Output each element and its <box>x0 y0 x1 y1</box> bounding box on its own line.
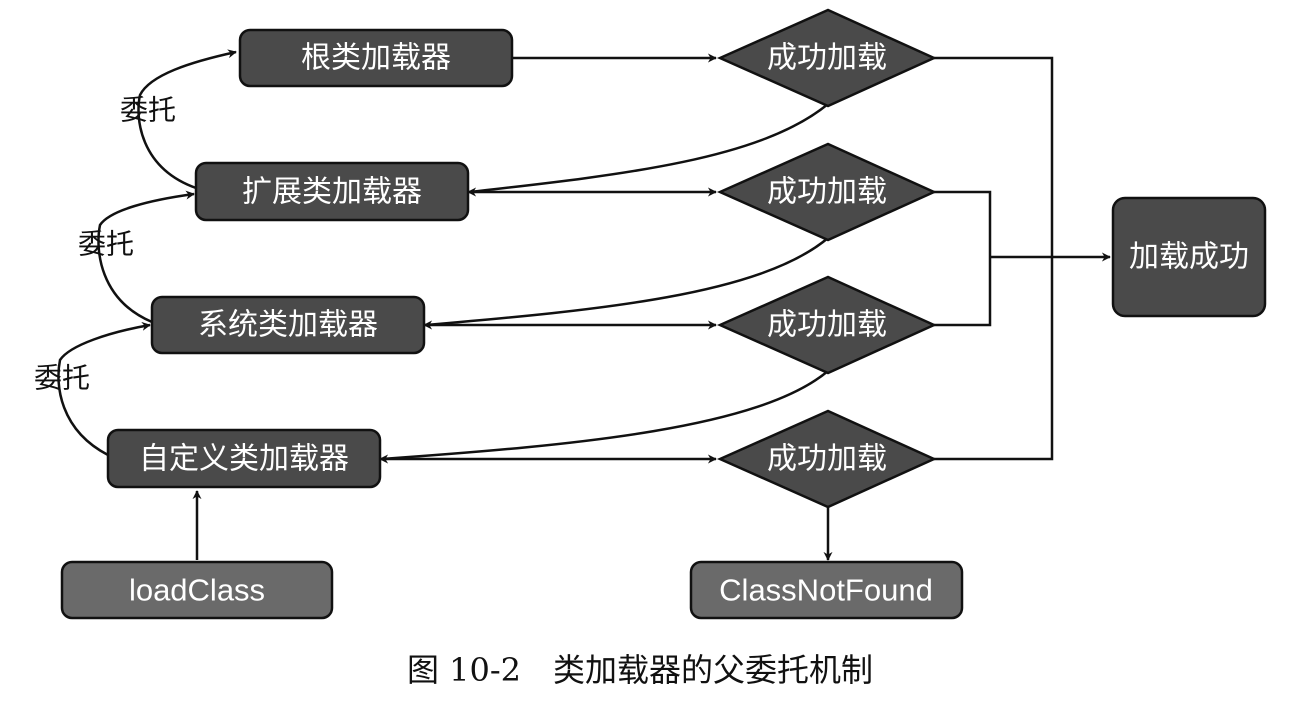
delegate-label-1: 委托 <box>120 94 176 127</box>
load-class-label: loadClass <box>129 573 265 608</box>
load-success-box <box>1111 196 1267 318</box>
decision-1: 成功加载 <box>716 8 938 108</box>
class-not-found-box <box>689 560 964 620</box>
load-success-label: 加载成功 <box>1129 240 1249 275</box>
loader-custom-label: 自定义类加载器 <box>139 442 349 477</box>
edge-decision-2-success <box>932 190 992 327</box>
loader-root-box <box>238 28 514 88</box>
decision-4: 成功加载 <box>716 409 938 509</box>
decision-3-label: 成功加载 <box>767 308 887 343</box>
decision-3-diamond <box>716 275 938 375</box>
delegate-label-2: 委托 <box>78 228 134 261</box>
class-not-found-node: ClassNotFound <box>689 560 964 620</box>
edge-decision-2-fail-to-system <box>425 237 829 327</box>
loader-system: 系统类加载器 <box>150 295 426 355</box>
decision-2-diamond <box>716 142 938 242</box>
edges <box>57 49 1111 561</box>
load-class-node: loadClass <box>60 560 334 620</box>
decision-3: 成功加载 <box>716 275 938 375</box>
edge-delegate-ext-to-root <box>137 49 237 190</box>
load-success-node: 加载成功 <box>1111 196 1267 318</box>
loader-system-label: 系统类加载器 <box>198 308 378 343</box>
edge-decision-1-success <box>932 56 1054 461</box>
load-class-box <box>60 560 334 620</box>
figure-caption: 图 10-2 类加载器的父委托机制 <box>407 651 873 689</box>
class-not-found-label: ClassNotFound <box>719 573 933 608</box>
decision-1-label: 成功加载 <box>767 41 887 76</box>
loader-custom-box <box>106 428 382 489</box>
loader-ext: 扩展类加载器 <box>194 161 470 222</box>
edge-decision-3-fail-to-custom <box>381 370 829 461</box>
delegate-label-3: 委托 <box>34 362 90 395</box>
loader-ext-label: 扩展类加载器 <box>242 175 422 210</box>
edge-delegate-custom-to-system <box>57 321 151 457</box>
loader-ext-box <box>194 161 470 222</box>
loader-system-box <box>150 295 426 355</box>
loader-root-label: 根类加载器 <box>301 41 451 76</box>
loader-custom: 自定义类加载器 <box>106 428 382 489</box>
decision-2: 成功加载 <box>716 142 938 242</box>
decision-1-diamond <box>716 8 938 108</box>
decision-2-label: 成功加载 <box>767 175 887 210</box>
edge-decision-1-fail-to-ext <box>469 103 829 194</box>
loader-root: 根类加载器 <box>238 28 514 88</box>
decision-4-diamond <box>716 409 938 509</box>
edge-delegate-system-to-ext <box>97 190 195 324</box>
decision-4-label: 成功加载 <box>767 442 887 477</box>
